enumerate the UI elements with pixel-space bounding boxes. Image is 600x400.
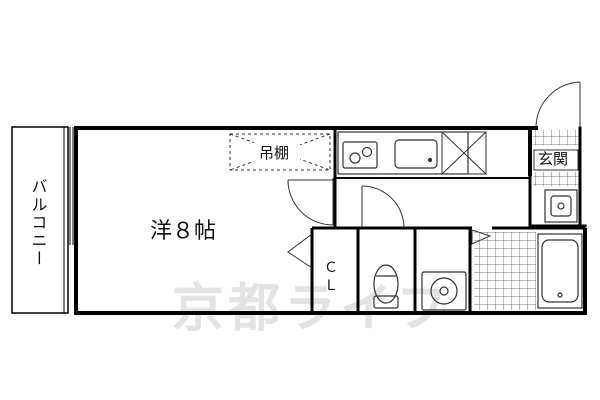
entrance-label-box: [533, 149, 579, 171]
hanging-shelf: [229, 133, 331, 171]
stove-icon: [342, 141, 378, 169]
entrance-tiles: [533, 130, 579, 145]
watermark: 京都ライフ: [172, 279, 452, 339]
interior-walls: [310, 128, 585, 313]
sink-icon: [394, 139, 438, 169]
shelf-label: 吊棚: [259, 144, 289, 162]
entrance-tiles-lower: [533, 172, 579, 186]
balcony-label: バルコニー: [29, 178, 48, 268]
bathroom-tiles: [474, 232, 536, 310]
entrance-label: 玄関: [538, 150, 568, 168]
door-swing-icon: [287, 81, 581, 269]
washbasin-icon: [544, 189, 578, 223]
bathtub-icon: [537, 233, 583, 309]
washing-machine-icon: [421, 271, 467, 311]
closet-label: ＣＬ: [322, 260, 338, 296]
shelf-label-bg: [254, 142, 300, 162]
outer-walls: [74, 126, 587, 315]
kitchen-counter: [337, 131, 487, 175]
balcony: [11, 126, 74, 314]
room-label: 洋８帖: [150, 219, 216, 244]
toilet-icon: [373, 264, 399, 309]
